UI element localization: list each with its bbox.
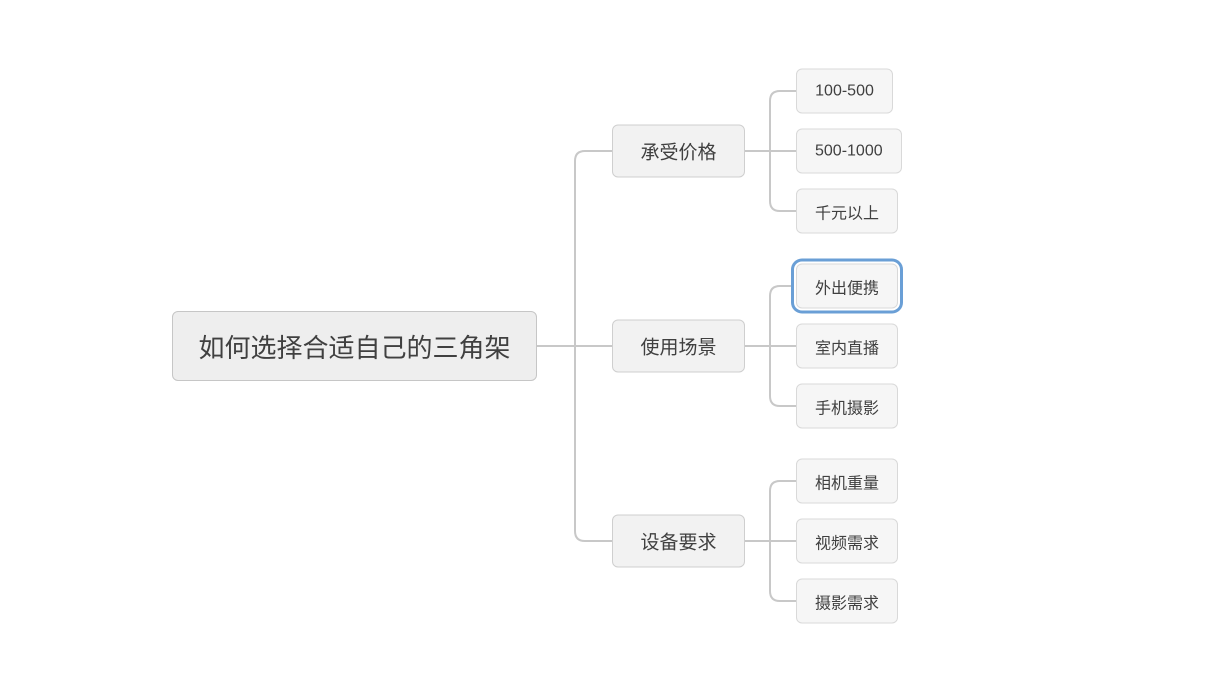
leaf-scene-phone-photography[interactable]: 手机摄影 [796,383,899,429]
connector-trunk-branch-price [574,150,612,346]
leaf-scene-portable[interactable]: 外出便携 [796,263,899,309]
leaf-price-500-1000[interactable]: 500-1000 [796,128,902,174]
connector-price-down [769,151,796,212]
leaf-price-over-1000[interactable]: 千元以上 [796,188,899,234]
connector-equipment-down [769,541,796,602]
connector-scene-up [769,285,791,346]
leaf-equipment-photo-needs[interactable]: 摄影需求 [796,578,899,624]
leaf-price-100-500[interactable]: 100-500 [796,68,893,114]
root-node[interactable]: 如何选择合适自己的三角架 [172,311,537,381]
leaf-equipment-video-needs[interactable]: 视频需求 [796,518,899,564]
connector-equipment-up [769,480,796,541]
connector-trunk-branch-equipment [574,346,612,542]
connector-price-up [769,90,796,151]
branch-price[interactable]: 承受价格 [612,124,745,178]
connector-scene-down [769,346,796,407]
leaf-equipment-camera-weight[interactable]: 相机重量 [796,458,899,504]
branch-equipment[interactable]: 设备要求 [612,514,745,568]
leaf-scene-indoor-livestream[interactable]: 室内直播 [796,323,899,369]
branch-usage-scene[interactable]: 使用场景 [612,319,745,373]
